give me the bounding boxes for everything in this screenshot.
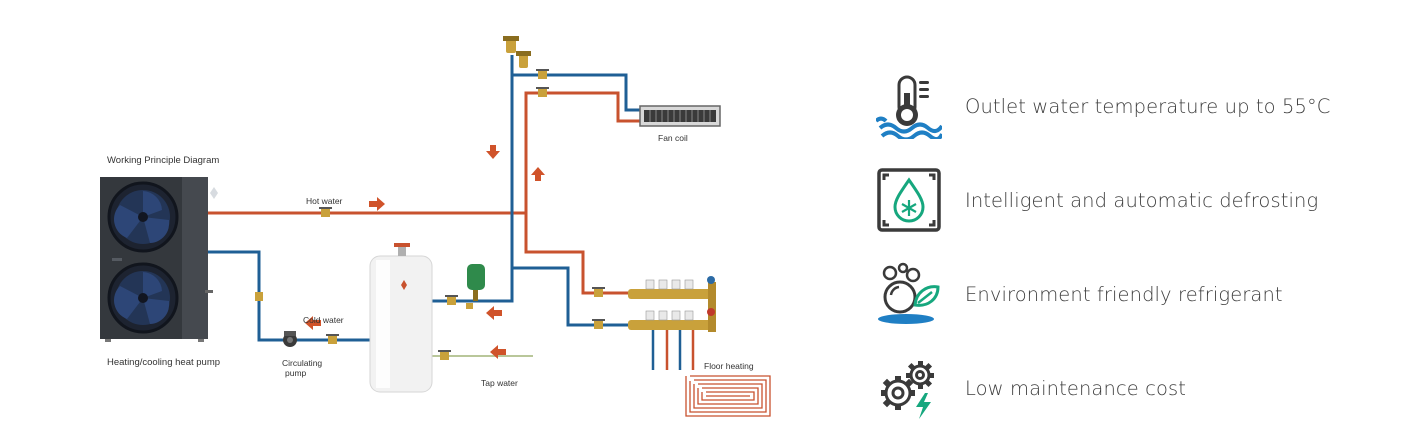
fan-coil-label: Fan coil — [658, 133, 688, 143]
expansion-tank — [466, 264, 485, 309]
heat-pump-label: Heating/cooling heat pump — [107, 357, 220, 368]
circulating-pump-label-line1: Circulating — [282, 358, 322, 368]
arrow-left-icon — [490, 345, 506, 359]
floor-heating-label: Floor heating — [704, 361, 754, 371]
arrow-down-icon — [486, 145, 500, 159]
feature-text: Outlet water temperature up to 55°C — [965, 94, 1331, 118]
cold-water-pipes — [208, 55, 640, 342]
brand-logo-icon — [401, 280, 407, 290]
feature-list: Outlet water temperature up to 55°C Inte… — [876, 74, 1416, 420]
flow-arrows — [305, 145, 545, 359]
feature-text: Intelligent and automatic defrosting — [965, 188, 1319, 212]
tap-water-label: Tap water — [481, 378, 518, 388]
fan-icon — [107, 181, 179, 253]
eco-refrigerant-icon — [878, 262, 940, 324]
floor-heating-manifold — [628, 276, 716, 332]
arrow-left-icon — [305, 316, 321, 330]
hot-water-label: Hot water — [306, 196, 343, 206]
cold-water-label: Cold water — [303, 315, 344, 325]
thermometer-water-icon — [876, 75, 942, 139]
arrow-right-icon — [369, 197, 385, 211]
floor-heating-coil — [685, 375, 771, 417]
heat-pump-unit — [100, 177, 218, 342]
arrow-left-icon — [486, 306, 502, 320]
ball-valves — [255, 69, 605, 360]
gears-bolt-icon — [881, 361, 934, 419]
feature-item: Low maintenance cost — [876, 356, 1416, 420]
arrow-up-icon — [531, 167, 545, 181]
water-storage-tank — [369, 243, 433, 393]
defrost-droplet-icon — [877, 168, 941, 232]
fan-coil-return-pipe — [512, 73, 640, 112]
floor-manifold-return-pipe — [512, 266, 630, 327]
floor-manifold-hot-pipe — [524, 213, 630, 295]
fan-coil-unit — [639, 105, 721, 127]
air-vent-valves — [503, 36, 531, 68]
cold-water-return-pipe — [208, 250, 378, 342]
feature-item: Intelligent and automatic defrosting — [876, 168, 1416, 232]
feature-item: Environment friendly refrigerant — [876, 262, 1416, 326]
fan-icon — [107, 262, 179, 334]
diagram-title: Working Principle Diagram — [107, 155, 219, 166]
manifold-drop-pipes — [651, 330, 695, 370]
feature-text: Low maintenance cost — [965, 376, 1187, 400]
fan-coil-hot-pipe — [524, 91, 640, 213]
feature-text: Environment friendly refrigerant — [965, 282, 1283, 306]
circulating-pump-label-line2: pump — [285, 368, 307, 378]
tank-return-riser-pipe — [432, 55, 514, 303]
brand-logo-icon — [210, 187, 218, 199]
feature-item: Outlet water temperature up to 55°C — [876, 74, 1416, 139]
circulating-pump — [283, 331, 297, 347]
